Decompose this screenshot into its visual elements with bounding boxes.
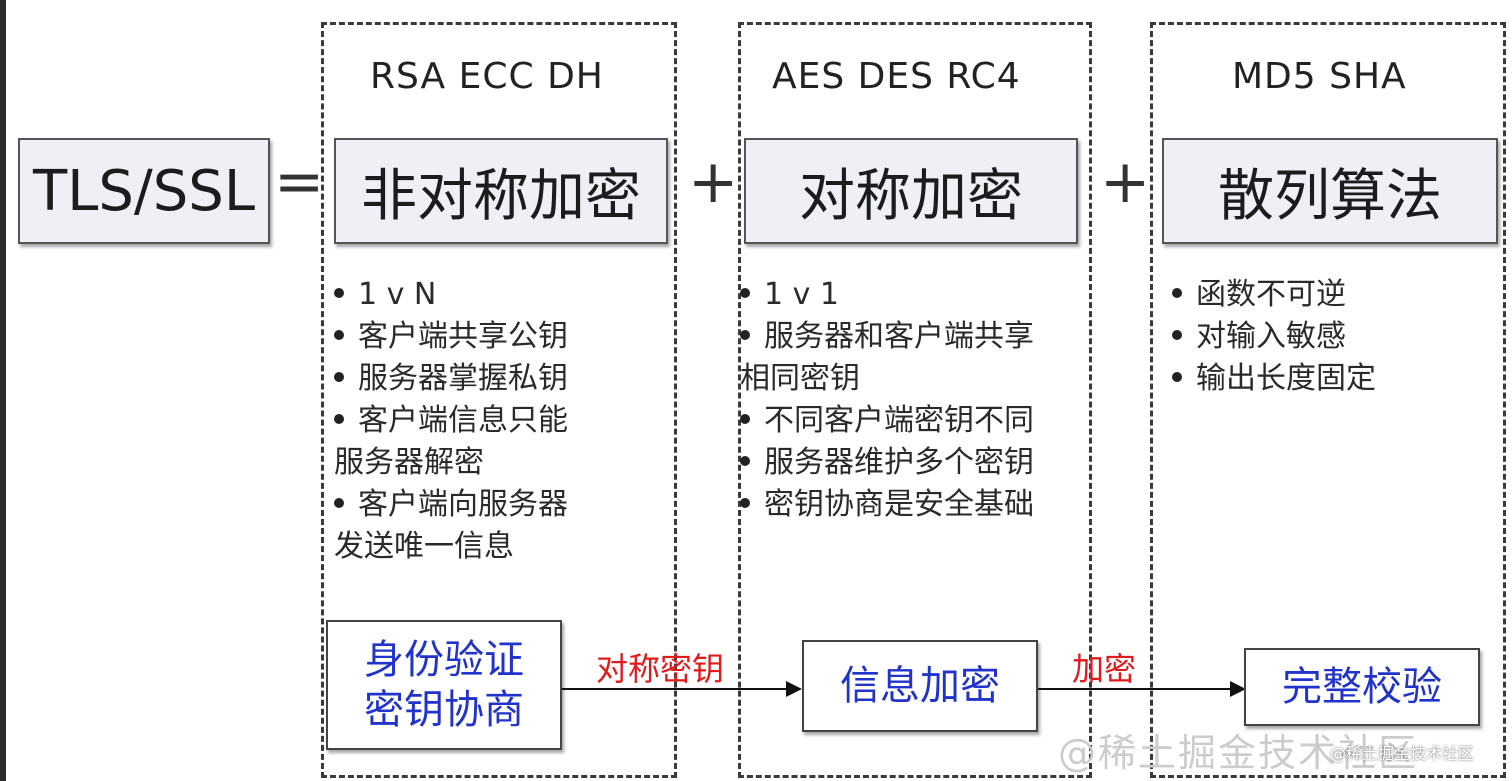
bullet-dot-icon	[1172, 371, 1182, 382]
arrow-line-2	[1038, 688, 1232, 690]
arrow-head-1-icon	[786, 681, 802, 697]
equals-sign: =	[274, 147, 325, 217]
column-asymmetric-dashed-frame	[321, 22, 677, 778]
header-symmetric-algorithms: AES DES RC4	[772, 56, 1021, 97]
list-item: 客户端信息只能	[334, 400, 568, 442]
bullet-dot-icon	[334, 497, 344, 508]
list-item: 对输入敏感	[1172, 316, 1376, 358]
left-edge-bar	[0, 0, 6, 781]
bullet-dot-icon	[334, 413, 344, 424]
authentication-label: 身份验证	[364, 637, 524, 683]
bullet-dot-icon	[740, 287, 750, 298]
arrow-label-symmetric-key: 对称密钥	[596, 650, 725, 688]
list-item: 1 v 1	[740, 274, 1034, 316]
symmetric-bullet-list: 1 v 1 服务器和客户端共享 相同密钥 不同客户端密钥不同 服务器维护多个密钥…	[740, 274, 1034, 526]
hash-algorithm-label: 散列算法	[1218, 163, 1442, 229]
list-item: 客户端共享公钥	[334, 316, 568, 358]
list-item: 1 v N	[334, 274, 568, 316]
key-negotiation-label: 密钥协商	[364, 687, 524, 733]
list-item: 密钥协商是安全基础	[740, 484, 1034, 526]
column-symmetric-dashed-frame	[738, 22, 1092, 778]
header-hash-algorithms: MD5 SHA	[1232, 56, 1407, 97]
bullet-dot-icon	[740, 329, 750, 340]
list-item: 函数不可逆	[1172, 274, 1376, 316]
asymmetric-bullet-list: 1 v N 客户端共享公钥 服务器掌握私钥 客户端信息只能 服务器解密 客户端向…	[334, 274, 568, 568]
arrow-line-1	[562, 688, 788, 690]
bullet-dot-icon	[1172, 287, 1182, 298]
bullet-dot-icon	[740, 413, 750, 424]
arrow-label-encrypt: 加密	[1072, 650, 1137, 688]
watermark-large: @稀土掘金技术社区	[1058, 731, 1419, 775]
header-asymmetric-algorithms: RSA ECC DH	[370, 56, 604, 97]
tls-ssl-box: TLS/SSL	[18, 138, 270, 244]
list-item-continuation: 相同密钥	[740, 361, 860, 396]
bullet-dot-icon	[334, 287, 344, 298]
column-hash-dashed-frame	[1150, 22, 1506, 778]
list-item-continuation: 服务器解密	[334, 445, 484, 480]
hash-algorithm-box: 散列算法	[1162, 138, 1498, 244]
watermark-small: @稀土掘金技术社区	[1330, 744, 1475, 763]
plus-sign-1: +	[688, 147, 739, 217]
list-item-continuation: 发送唯一信息	[334, 529, 514, 564]
integrity-check-label: 完整校验	[1282, 664, 1442, 710]
bullet-dot-icon	[334, 371, 344, 382]
list-item: 服务器掌握私钥	[334, 358, 568, 400]
hash-bullet-list: 函数不可逆 对输入敏感 输出长度固定	[1172, 274, 1376, 400]
asymmetric-encryption-label: 非对称加密	[361, 163, 641, 229]
list-item: 服务器和客户端共享	[740, 316, 1034, 358]
list-item: 服务器维护多个密钥	[740, 442, 1034, 484]
integrity-check-box: 完整校验	[1244, 648, 1480, 726]
arrow-head-2-icon	[1230, 681, 1246, 697]
bullet-dot-icon	[740, 497, 750, 508]
symmetric-encryption-label: 对称加密	[799, 163, 1023, 229]
list-item: 输出长度固定	[1172, 358, 1376, 400]
asymmetric-encryption-box: 非对称加密	[334, 138, 668, 244]
information-encryption-box: 信息加密	[802, 640, 1038, 732]
information-encryption-label: 信息加密	[840, 663, 1000, 709]
tls-ssl-label: TLS/SSL	[32, 158, 256, 224]
plus-sign-2: +	[1100, 147, 1151, 217]
authentication-key-negotiation-box: 身份验证 密钥协商	[326, 620, 562, 750]
bullet-dot-icon	[334, 329, 344, 340]
list-item: 不同客户端密钥不同	[740, 400, 1034, 442]
bullet-dot-icon	[740, 455, 750, 466]
list-item: 客户端向服务器	[334, 484, 568, 526]
bullet-dot-icon	[1172, 329, 1182, 340]
symmetric-encryption-box: 对称加密	[744, 138, 1078, 244]
